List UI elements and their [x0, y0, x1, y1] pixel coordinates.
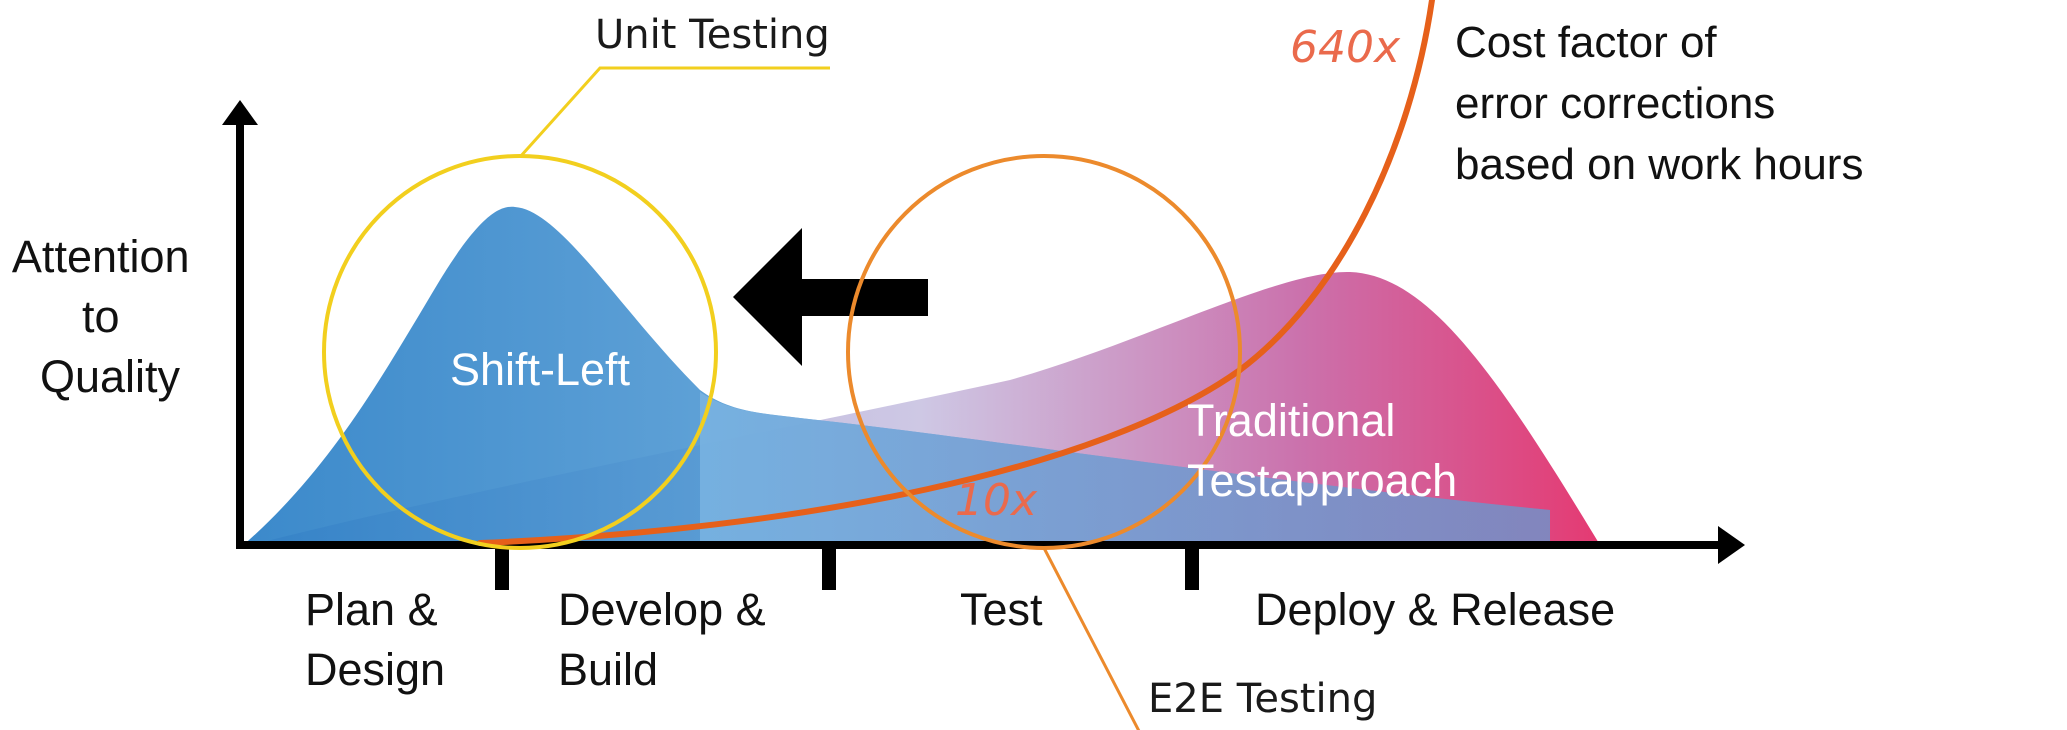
phase-plan-line-1: Plan &	[305, 584, 438, 635]
cost-factor-curve	[477, 0, 1435, 546]
phase-plan-line-2: Design	[305, 644, 445, 695]
phase-label-plan-design: Plan & Design	[305, 584, 450, 695]
phase-tick-2	[822, 545, 836, 590]
phase-tick-3	[1185, 545, 1199, 590]
cost-factor-line-3: based on work hours	[1455, 140, 1863, 189]
cost-factor-line-1: Cost factor of	[1455, 18, 1717, 67]
phase-label-develop-build: Develop & Build	[558, 584, 778, 695]
shift-left-arrow	[733, 228, 928, 366]
phase-label-test: Test	[960, 584, 1043, 635]
shift-left-tail	[700, 392, 1550, 548]
traditional-testapproach-label: Traditional Testapproach	[1187, 395, 1457, 506]
shift-left-curve	[240, 206, 1550, 548]
y-axis-label: Attention to Quality	[12, 231, 202, 402]
y-axis-label-line-3: Quality	[40, 351, 181, 402]
cost-label-10x: 10x	[955, 475, 1038, 526]
phase-develop-line-1: Develop &	[558, 584, 766, 635]
cost-factor-description: Cost factor of error corrections based o…	[1455, 18, 1863, 189]
phase-label-deploy-release: Deploy & Release	[1255, 584, 1615, 635]
shift-left-label: Shift-Left	[450, 344, 631, 395]
phase-test-line-1: Test	[960, 584, 1043, 635]
y-axis-arrowhead	[222, 100, 258, 125]
unit-testing-leader	[518, 66, 830, 159]
traditional-label-line-1: Traditional	[1187, 395, 1395, 446]
phase-tick-1	[495, 545, 509, 590]
phase-develop-line-2: Build	[558, 644, 658, 695]
y-axis-label-line-1: Attention	[12, 231, 190, 282]
e2e-testing-label: E2E Testing	[1148, 676, 1377, 722]
traditional-label-line-2: Testapproach	[1187, 455, 1457, 506]
x-axis-arrowhead	[1718, 526, 1745, 564]
e2e-testing-leader	[1042, 547, 1141, 730]
phase-deploy-line-1: Deploy & Release	[1255, 584, 1615, 635]
cost-label-640x: 640x	[1290, 22, 1401, 73]
y-axis-label-line-2: to	[82, 291, 120, 342]
cost-factor-line-2: error corrections	[1455, 79, 1775, 128]
unit-testing-label: Unit Testing	[595, 12, 830, 58]
